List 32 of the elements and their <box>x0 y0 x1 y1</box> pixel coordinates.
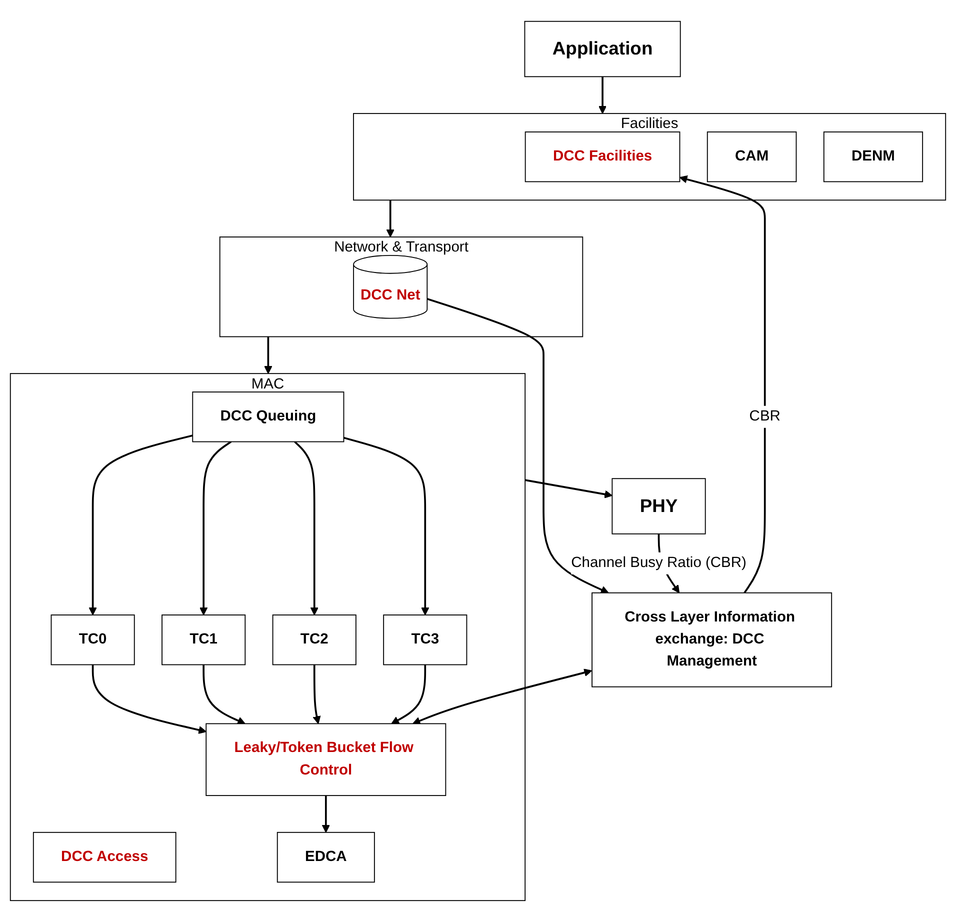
arrow <box>294 440 318 615</box>
arrow <box>344 436 430 615</box>
arrow <box>264 336 272 374</box>
node-box: DCC Queuing <box>192 391 344 442</box>
arrow <box>391 664 426 724</box>
arrow <box>598 76 607 114</box>
node-box: DCC Facilities <box>524 130 680 182</box>
arrow <box>524 478 613 498</box>
node-box: TC1 <box>162 614 246 665</box>
arrow <box>92 664 206 734</box>
arrow <box>322 795 330 832</box>
arrow <box>88 434 193 615</box>
node-box: CAM <box>706 130 797 182</box>
arrow <box>312 664 321 724</box>
node-box: Cross Layer Information exchange: DCC Management <box>592 592 832 687</box>
arrow <box>412 668 592 724</box>
node-box: TC3 <box>383 614 468 665</box>
arrow <box>202 664 246 724</box>
edge-label: Channel Busy Ratio (CBR) <box>571 554 746 570</box>
node-box: DCC Access <box>32 831 176 882</box>
arrow <box>679 174 766 593</box>
node-box: Leaky/Token Bucket Flow Control <box>206 722 446 796</box>
node-box: TC0 <box>50 614 135 665</box>
node-box: TC2 <box>272 614 356 665</box>
node-box: DENM <box>823 130 924 182</box>
node-box: Application <box>524 20 681 77</box>
node-box: PHY <box>612 478 706 534</box>
edge-label: CBR <box>749 408 780 424</box>
arrow <box>200 440 232 615</box>
arrow <box>426 297 609 594</box>
arrow <box>386 200 394 237</box>
node-box: EDCA <box>276 831 375 882</box>
